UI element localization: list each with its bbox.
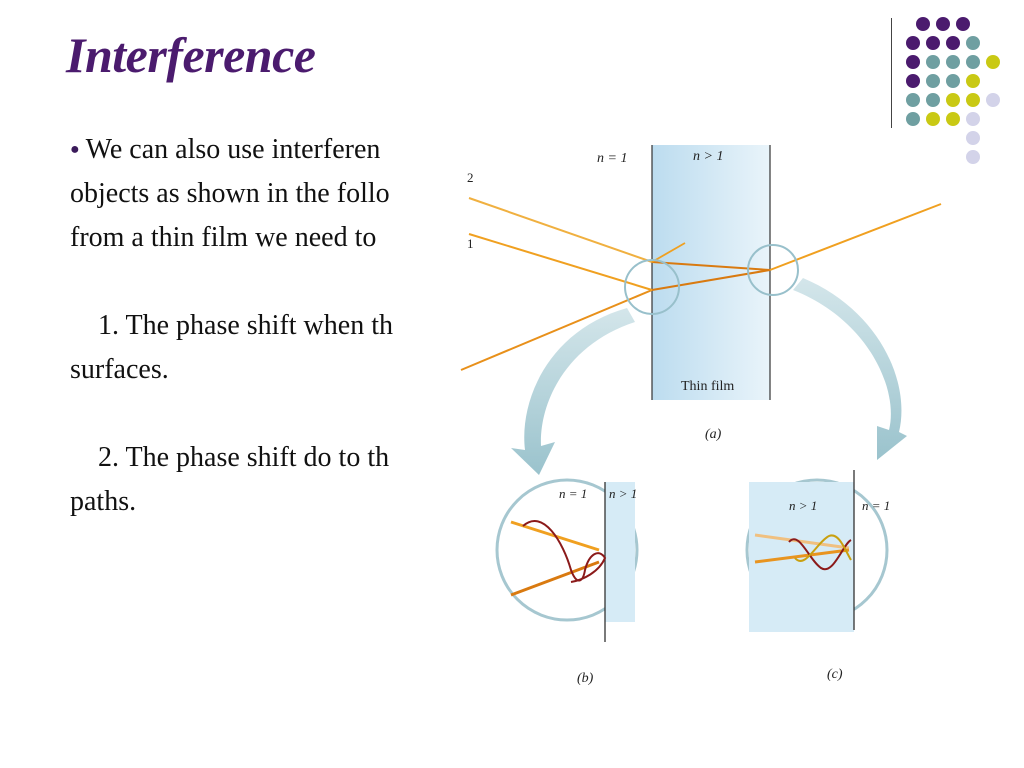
label-n-right-a: n > 1	[693, 149, 723, 164]
caption-b: (b)	[577, 671, 594, 686]
decor-dot	[926, 112, 940, 126]
decor-dot	[926, 93, 940, 107]
panel-b-film	[605, 482, 635, 622]
decor-dot	[906, 55, 920, 69]
thin-film-label: Thin film	[681, 379, 734, 394]
caption-c: (c)	[827, 667, 843, 682]
decor-dot	[906, 36, 920, 50]
caption-a: (a)	[705, 427, 722, 442]
decor-dot	[906, 112, 920, 126]
decor-dot	[906, 74, 920, 88]
decor-dot	[986, 93, 1000, 107]
decor-dot	[986, 55, 1000, 69]
decor-dot	[936, 17, 950, 31]
decor-dot	[946, 55, 960, 69]
decor-dot	[926, 36, 940, 50]
label-n-left-a: n = 1	[597, 151, 627, 166]
bullet-paragraph: ● We can also use interferen objects as s…	[70, 128, 450, 260]
thin-film-figure: n = 1 n > 1 2 1 Thin film (a) n = 1 n > …	[459, 130, 969, 720]
label-n-left-b: n = 1	[559, 486, 587, 501]
text-line: objects as shown in the follo	[70, 172, 450, 216]
decor-dot	[916, 17, 930, 31]
text-line: We can also use interferen	[86, 134, 381, 165]
decor-dot	[946, 93, 960, 107]
slide-body-text: ● We can also use interferen objects as s…	[70, 128, 450, 524]
decor-dot	[966, 36, 980, 50]
thin-film-diagram: n = 1 n > 1 2 1 Thin film (a) n = 1 n > …	[459, 130, 969, 720]
label-n-right-c: n = 1	[862, 498, 890, 513]
label-n-right-b: n > 1	[609, 486, 637, 501]
decor-divider	[891, 18, 892, 128]
numbered-paragraph-1: 1. The phase shift when th surfaces.	[70, 304, 450, 392]
decor-dot	[966, 55, 980, 69]
decor-dot	[966, 112, 980, 126]
text-line: from a thin film we need to	[70, 216, 450, 260]
ray-label-1: 1	[467, 236, 474, 251]
text-line: 1. The phase shift when th	[70, 304, 450, 348]
slide-title: Interference	[66, 26, 316, 84]
decor-dot	[926, 74, 940, 88]
zoom-arrow-left	[511, 308, 635, 475]
decor-dot	[956, 17, 970, 31]
label-n-left-c: n > 1	[789, 498, 817, 513]
decor-dot	[966, 74, 980, 88]
decor-dot	[946, 112, 960, 126]
ray-label-2: 2	[467, 170, 474, 185]
bullet-icon: ●	[70, 141, 80, 158]
text-line: paths.	[70, 480, 450, 524]
reflected-ray-2	[469, 198, 652, 262]
decor-dot	[966, 93, 980, 107]
decor-dot	[946, 74, 960, 88]
decor-dot	[926, 55, 940, 69]
numbered-paragraph-2: 2. The phase shift do to th paths.	[70, 436, 450, 524]
text-line: surfaces.	[70, 348, 450, 392]
zoom-arrow-right	[793, 278, 907, 460]
decor-dot	[946, 36, 960, 50]
text-line: 2. The phase shift do to th	[70, 436, 450, 480]
decor-dot	[906, 93, 920, 107]
